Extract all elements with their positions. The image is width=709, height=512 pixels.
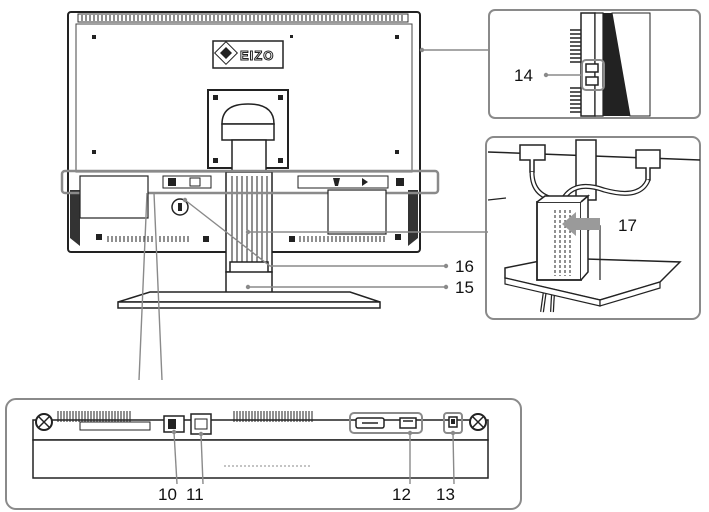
callout-16-leader xyxy=(184,199,446,267)
callout-16: 16 xyxy=(455,257,474,276)
logo-text: EIZO xyxy=(240,48,274,63)
callout-14: 14 xyxy=(514,66,533,85)
inset-side-detail xyxy=(488,9,701,119)
callout-12: 12 xyxy=(392,485,411,504)
top-vent xyxy=(81,15,403,21)
screw-dot xyxy=(395,35,399,39)
callout-15: 15 xyxy=(455,278,474,297)
usb-downstream-port-icon xyxy=(585,76,599,86)
callout-13: 13 xyxy=(436,485,455,504)
screw-dot xyxy=(395,150,399,154)
callout-11: 11 xyxy=(186,485,204,504)
callout-17: 17 xyxy=(618,216,637,235)
eizo-logo: EIZO xyxy=(212,40,284,69)
usb-downstream-port-icon xyxy=(585,63,599,73)
connector-highlight xyxy=(60,169,440,195)
stand-base xyxy=(117,291,381,303)
detail-connector-panel xyxy=(5,398,522,510)
callout-10: 10 xyxy=(158,485,177,504)
screw-dot xyxy=(290,35,293,38)
detail-leaders xyxy=(171,429,456,485)
left-grip xyxy=(70,190,80,246)
cable-plug-icon xyxy=(635,149,661,181)
bottom-vent-left xyxy=(107,236,189,242)
inset-cable-holder xyxy=(485,136,701,320)
bottom-vent-right xyxy=(299,236,385,242)
right-grip xyxy=(408,190,418,246)
stand-column xyxy=(117,139,381,309)
displayport-connector-icon xyxy=(399,417,417,429)
arrow-icon xyxy=(562,212,600,236)
monitor-lower xyxy=(60,169,440,242)
signal-input-highlight xyxy=(349,412,423,434)
screw-dot xyxy=(92,35,96,39)
screw-dot xyxy=(92,150,96,154)
zoom-lines xyxy=(138,192,163,381)
